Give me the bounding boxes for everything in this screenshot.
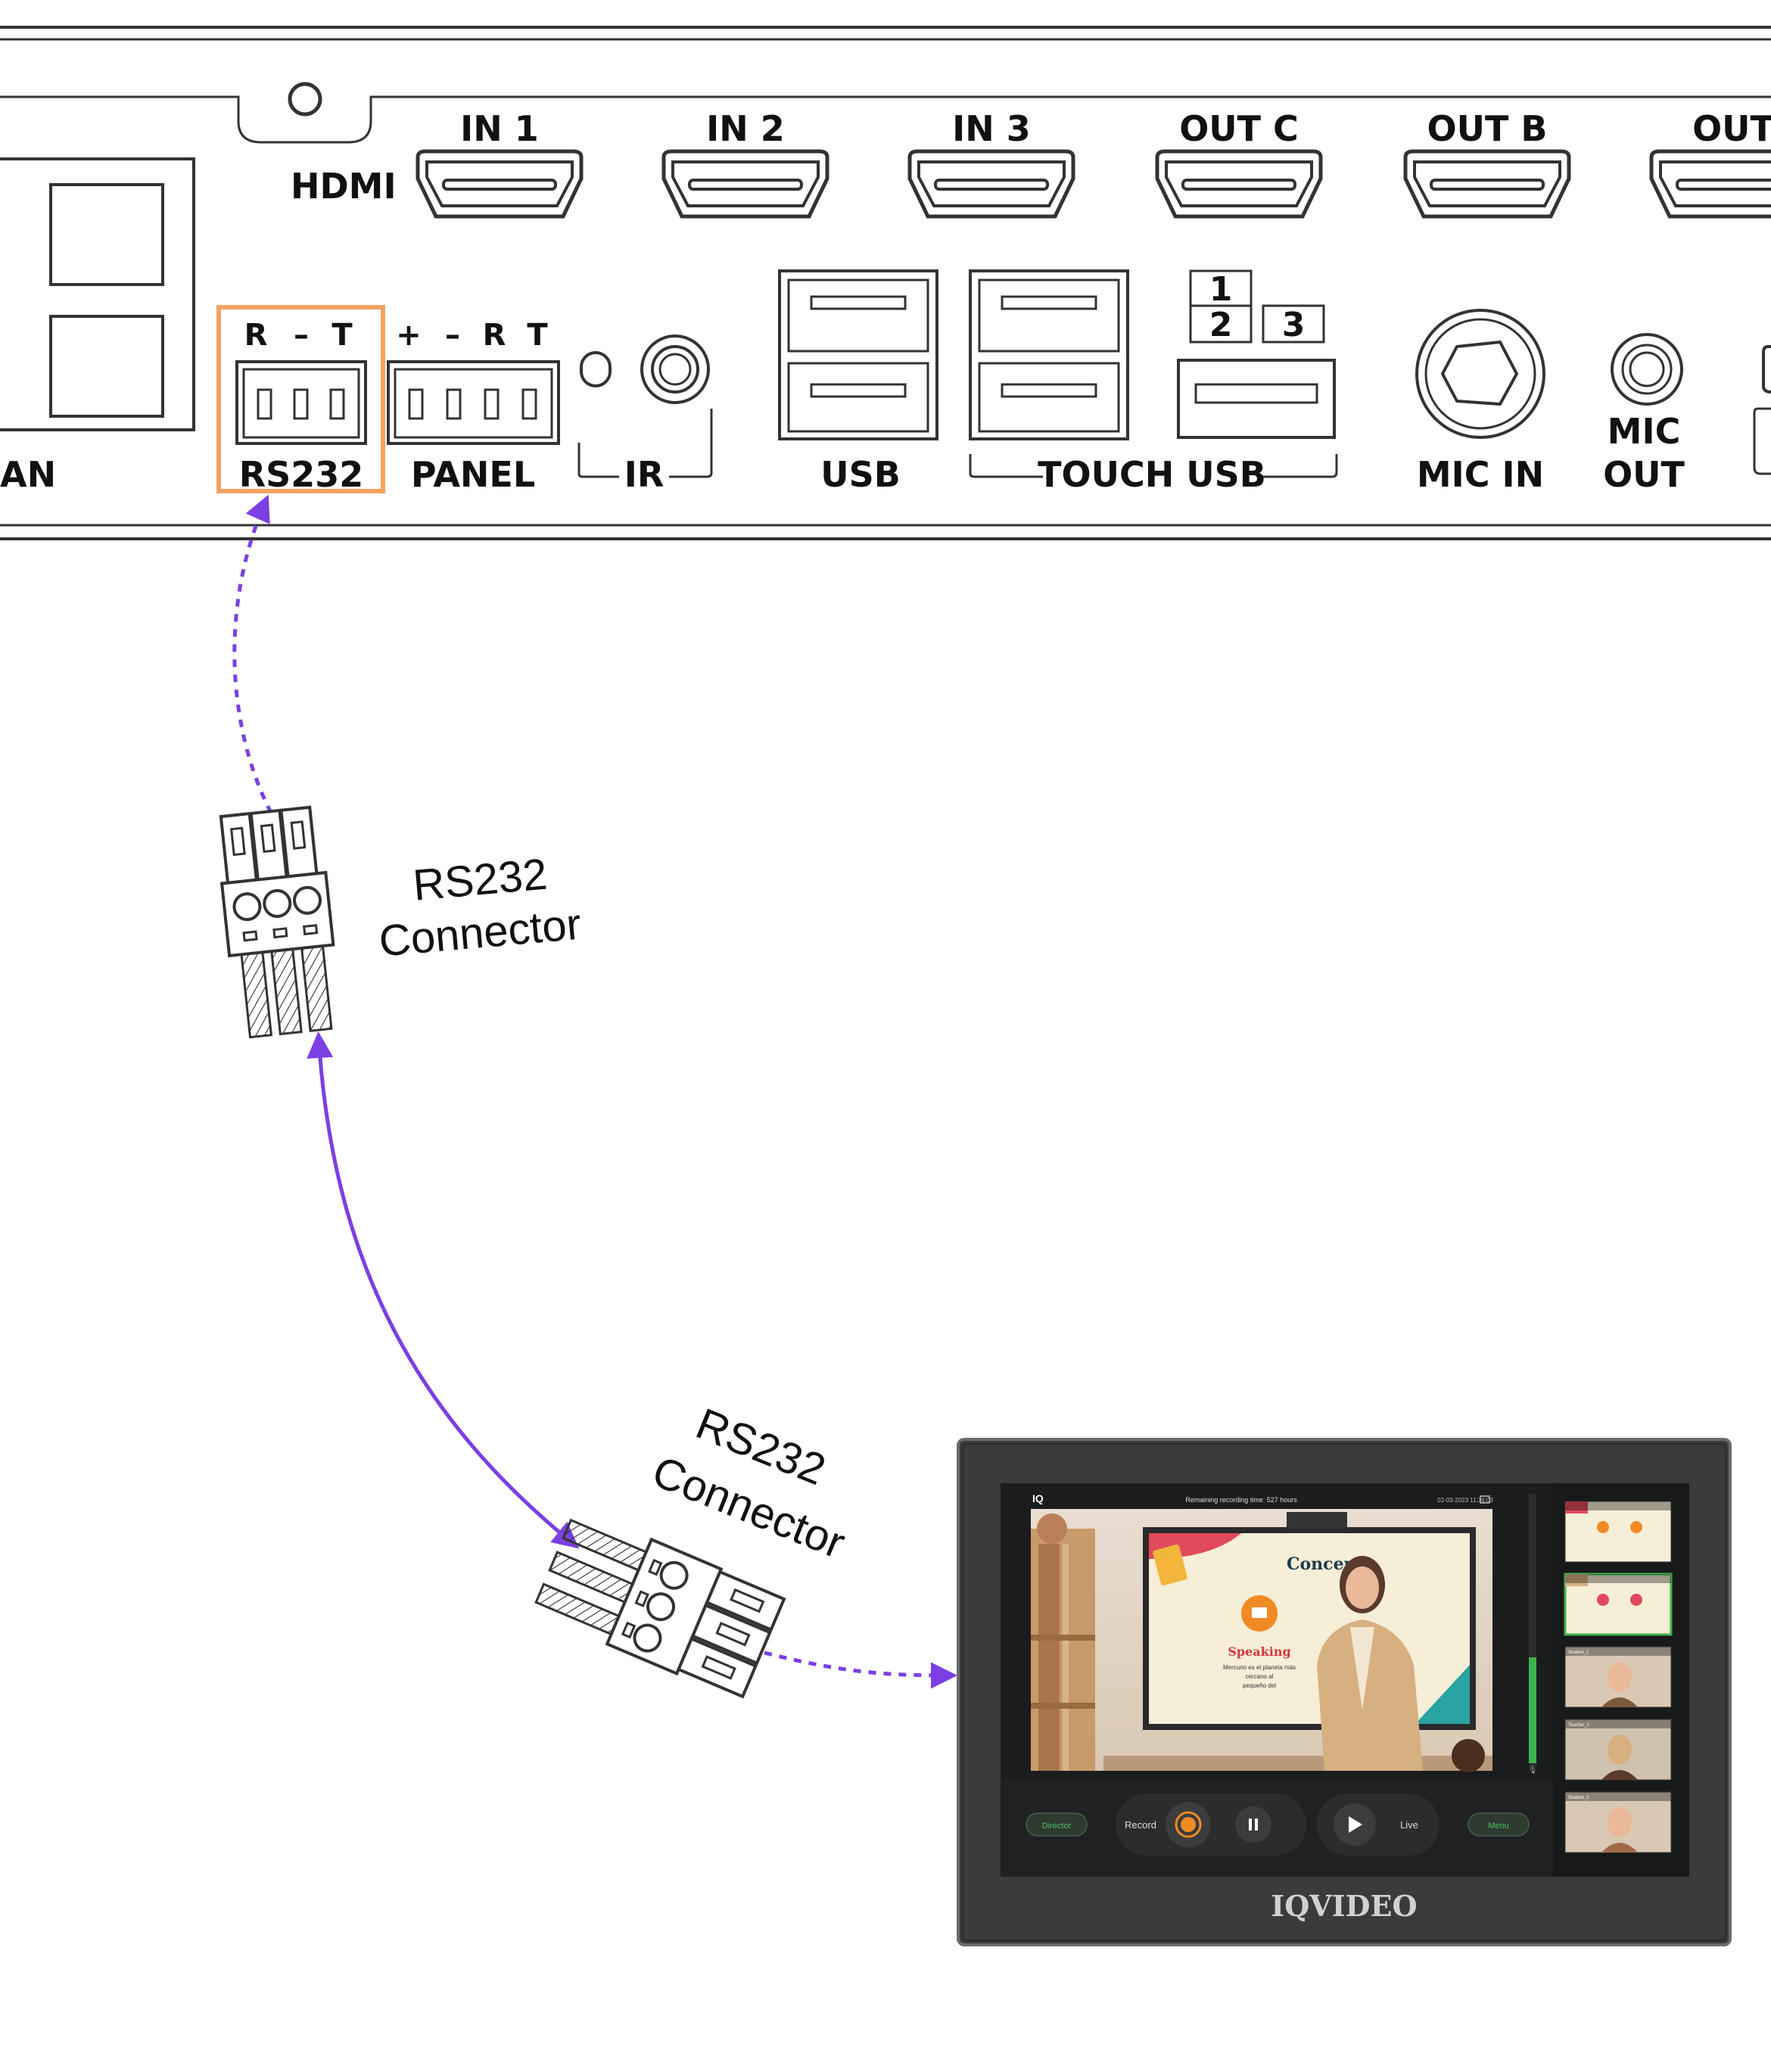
live-label: Live bbox=[1400, 1819, 1418, 1831]
main-video-preview[interactable]: Concept Speaking Mercurio es el planeta … bbox=[1031, 1509, 1492, 1772]
record-label: Record bbox=[1125, 1819, 1156, 1831]
connector-top-label-line2: Connector bbox=[377, 900, 583, 966]
connector-top-label-line1: RS232 bbox=[411, 849, 549, 910]
audio-level-meter: 🎙 bbox=[1528, 1494, 1538, 1775]
screen-message-icon[interactable] bbox=[1480, 1495, 1490, 1504]
hdmi-port-out[interactable]: OUT bbox=[1649, 108, 1771, 219]
rs232-connector-bottom-icon bbox=[534, 1518, 786, 1699]
record-button[interactable] bbox=[1166, 1802, 1211, 1847]
mic-out-label-line2: OUT bbox=[1603, 454, 1685, 495]
hdmi-port-label: OUT C bbox=[1179, 108, 1299, 149]
mic-out-port[interactable] bbox=[1611, 333, 1683, 406]
thumbnail-caption: Student_1 bbox=[1568, 1650, 1589, 1655]
device-brand-logo: IQVIDEO bbox=[1271, 1889, 1417, 1923]
hdmi-port-label: IN 3 bbox=[952, 108, 1031, 149]
director-label: Director bbox=[1042, 1822, 1072, 1831]
hdmi-port-label: OUT B bbox=[1427, 108, 1548, 149]
hdmi-port-label: OUT bbox=[1692, 108, 1771, 149]
partial-port-edge bbox=[1762, 345, 1771, 394]
screen-logo: IQ bbox=[1032, 1492, 1044, 1504]
panel-pin-label: T bbox=[527, 318, 548, 353]
hdmi-port-in-2[interactable]: IN 2 bbox=[661, 108, 829, 219]
menu-button[interactable]: Menu bbox=[1468, 1812, 1530, 1837]
live-play-button[interactable] bbox=[1334, 1803, 1376, 1846]
control-panel-device: IQVIDEO IQ Remaining recording time: 527… bbox=[957, 1438, 1732, 1946]
panel-pin-label: R bbox=[483, 318, 506, 353]
rs232-pin-labels: R–T bbox=[244, 318, 353, 353]
touch-usb-number-3: 3 bbox=[1282, 306, 1306, 344]
source-thumbnail[interactable] bbox=[1564, 1573, 1673, 1636]
touch-usb-number-2: 2 bbox=[1209, 306, 1233, 344]
hdmi-label: HDMI bbox=[291, 166, 397, 207]
hdmi-port-label: IN 1 bbox=[460, 108, 539, 149]
ir-label: IR bbox=[624, 454, 665, 495]
hdmi-port-in-1[interactable]: IN 1 bbox=[416, 108, 584, 219]
mic-out-label-line1: MIC bbox=[1608, 411, 1681, 452]
dotted-link-panel-to-connector bbox=[232, 494, 273, 814]
pause-button[interactable] bbox=[1235, 1806, 1271, 1843]
source-thumbnail[interactable]: Student_2 bbox=[1564, 1791, 1672, 1853]
hdmi-port-in-3[interactable]: IN 3 bbox=[907, 108, 1075, 219]
screw-hole-icon bbox=[288, 82, 322, 117]
cable-link-arrow bbox=[307, 1031, 580, 1549]
screen-ui: IQ Remaining recording time: 527 hours 0… bbox=[1001, 1483, 1689, 1877]
panel-pin-label: – bbox=[445, 318, 460, 353]
source-thumbnail[interactable]: Student_1 bbox=[1564, 1646, 1672, 1708]
touch-usb-label: TOUCH USB bbox=[1038, 454, 1266, 495]
slide-text-3: pequeño del bbox=[1243, 1682, 1276, 1689]
lan-port bbox=[0, 157, 195, 431]
usb-label: USB bbox=[820, 454, 901, 495]
rs232-label: RS232 bbox=[239, 454, 364, 495]
mic-in-port[interactable] bbox=[1415, 309, 1545, 439]
slide-text-1: Mercurio es el planeta más bbox=[1223, 1664, 1296, 1671]
rs232-port[interactable] bbox=[235, 360, 367, 445]
panel-pin-label: + bbox=[396, 318, 422, 353]
touch-usb-port[interactable] bbox=[969, 269, 1338, 478]
play-icon bbox=[1349, 1816, 1362, 1833]
microphone-icon: 🎙 bbox=[1528, 1766, 1538, 1775]
panel-port[interactable] bbox=[387, 360, 560, 445]
rs232-pin-label: – bbox=[294, 318, 309, 353]
hdmi-ports: IN 1 IN 2 IN 3 OUT C OUT B OUT bbox=[416, 108, 1771, 219]
thumbnail-caption: Teacher_1 bbox=[1568, 1723, 1590, 1728]
screen-status-text: Remaining recording time: 527 hours bbox=[1185, 1496, 1297, 1504]
dotted-link-connector-to-device bbox=[764, 1650, 957, 1689]
director-button[interactable]: Director bbox=[1026, 1812, 1088, 1837]
lan-label: AN bbox=[0, 454, 56, 495]
mic-in-label: MIC IN bbox=[1417, 454, 1544, 495]
hdmi-port-out-c[interactable]: OUT C bbox=[1155, 108, 1323, 219]
rs232-pin-label: R bbox=[244, 318, 268, 353]
rs232-pin-label: T bbox=[331, 318, 353, 353]
rs232-connector-top-icon bbox=[219, 805, 335, 1039]
panel-label: PANEL bbox=[411, 454, 535, 495]
source-thumbnail[interactable]: Teacher_1 bbox=[1564, 1719, 1672, 1781]
hdmi-port-label: IN 2 bbox=[706, 108, 785, 149]
ir-port[interactable] bbox=[577, 334, 713, 478]
thumbnail-caption: Student_2 bbox=[1568, 1796, 1589, 1800]
slide-text-2: cercano al bbox=[1246, 1673, 1274, 1680]
screen-datetime: 02-03-2023 11:36:03 bbox=[1437, 1497, 1493, 1504]
menu-label: Menu bbox=[1488, 1822, 1509, 1831]
slide-heading: Speaking bbox=[1228, 1644, 1290, 1659]
hdmi-port-out-b[interactable]: OUT B bbox=[1403, 108, 1571, 219]
touch-usb-number-1: 1 bbox=[1209, 270, 1233, 309]
usb-port[interactable] bbox=[778, 269, 938, 440]
source-thumbnail[interactable] bbox=[1564, 1501, 1672, 1563]
rs232-highlight-box bbox=[216, 305, 385, 493]
